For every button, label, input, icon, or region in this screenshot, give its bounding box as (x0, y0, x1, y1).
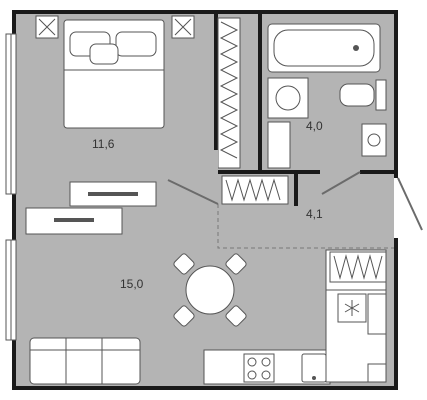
kitchen-sink-icon (301, 353, 327, 383)
kitchen-cabinet (367, 293, 387, 335)
washing-machine-icon (267, 77, 309, 119)
refrigerator-icon (337, 293, 367, 323)
wardrobe-icon (221, 175, 289, 205)
bedroom-area-label: 11,6 (92, 137, 115, 151)
dining-table-icon (185, 265, 235, 315)
wardrobe-icon (217, 17, 241, 169)
window-icon (5, 33, 17, 341)
door-icon (320, 170, 361, 195)
nightstand-icon (35, 15, 195, 39)
toilet-icon (339, 79, 387, 111)
bathroom: 4,0 (267, 23, 387, 169)
living-kitchen: 15,0 (25, 207, 387, 385)
dining-chair-icon (173, 253, 247, 327)
bath-cabinet (267, 121, 291, 169)
exterior-walls (12, 10, 398, 390)
sofa-icon (29, 337, 141, 385)
wardrobe-icon (329, 251, 387, 283)
bathtub-icon (267, 23, 381, 73)
kitchen-cabinet (367, 363, 387, 383)
tv-unit-icon (25, 207, 123, 235)
double-bed-icon (63, 19, 165, 129)
door-icon (394, 177, 423, 238)
living-area-label: 15,0 (120, 277, 144, 291)
hallway: 4,1 (221, 175, 323, 221)
interior-walls (214, 14, 398, 206)
bathroom-area-label: 4,0 (306, 119, 323, 133)
bedroom: 11,6 (35, 15, 241, 207)
dresser-icon (69, 181, 157, 207)
door-icon (167, 150, 219, 205)
hallway-area-label: 4,1 (306, 207, 323, 221)
stove-icon (243, 353, 275, 383)
hallway-boundary (217, 204, 394, 249)
sink-icon (361, 123, 387, 157)
